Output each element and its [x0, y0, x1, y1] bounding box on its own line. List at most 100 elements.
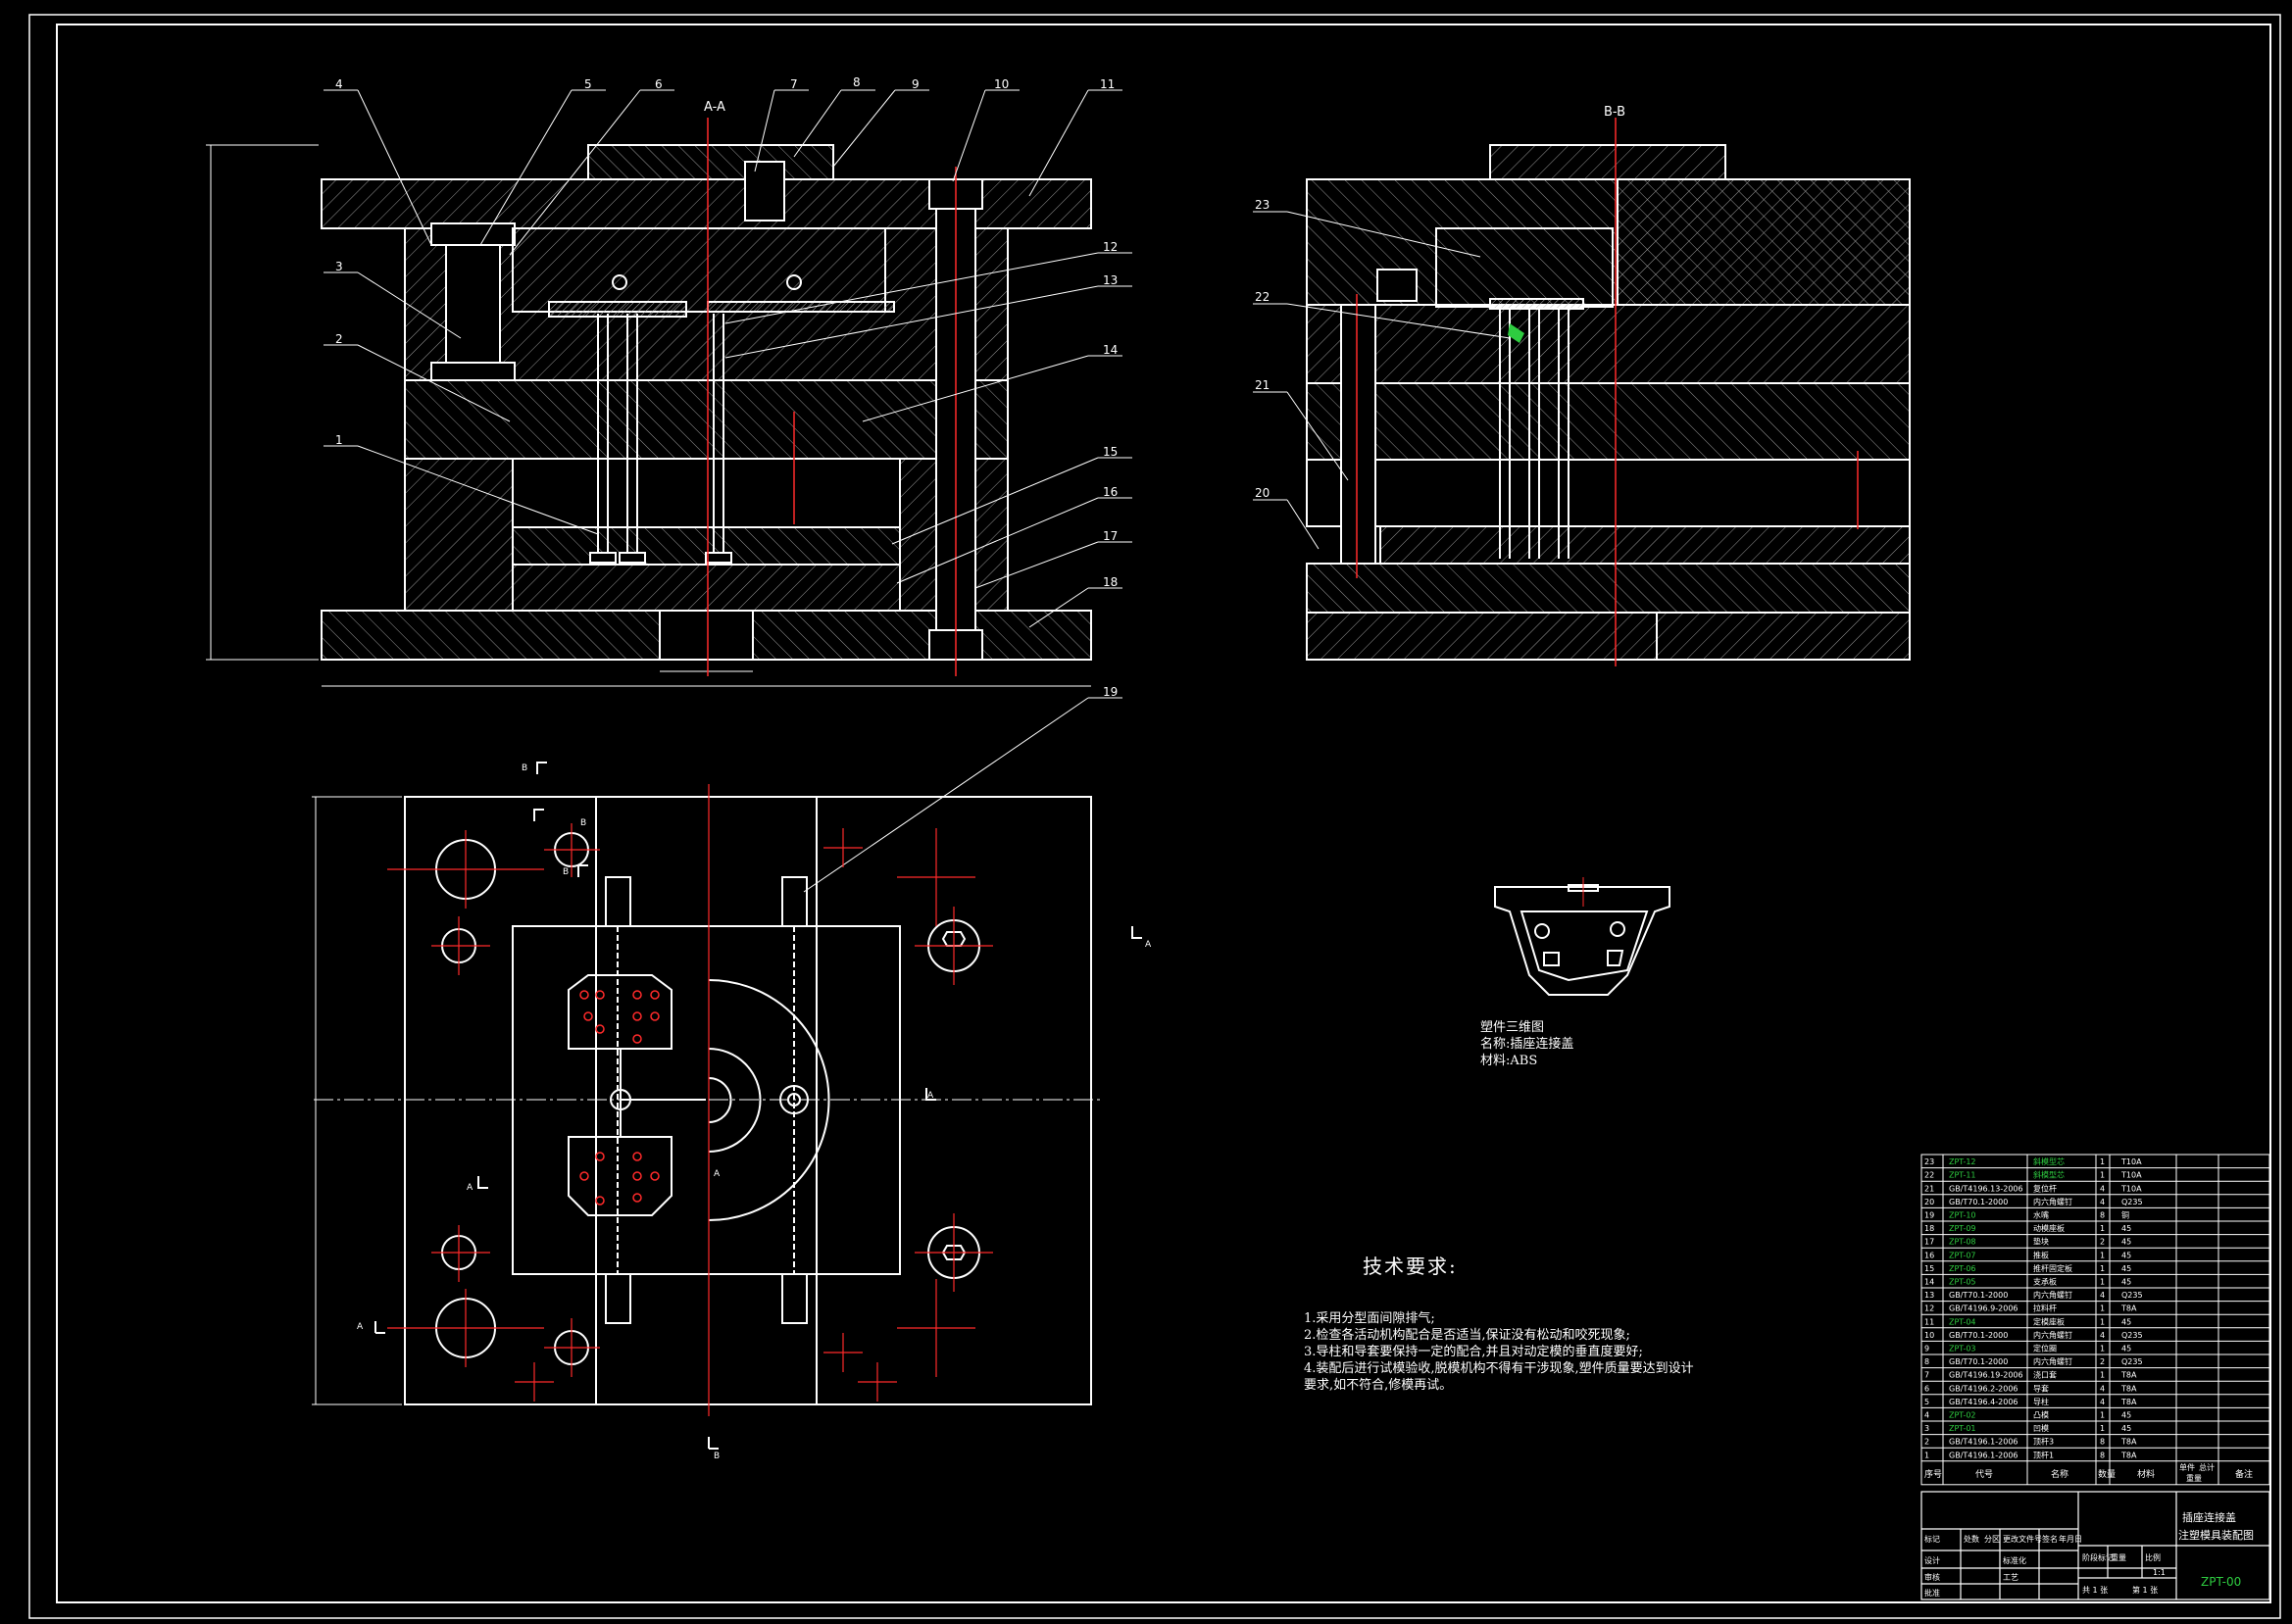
bom-qty: 1	[2100, 1157, 2105, 1166]
bom-name: 动模座板	[2033, 1223, 2065, 1233]
bom-material: T8A	[2120, 1304, 2137, 1313]
bom-name: 凹模	[2033, 1423, 2049, 1433]
bom-qty: 1	[2100, 1317, 2105, 1326]
svg-text:年月日: 年月日	[2059, 1534, 2082, 1544]
callout-13: 13	[1103, 273, 1118, 287]
tech-req-item-2: 2.检查各活动机构配合是否适当,保证没有松动和咬死现象;	[1304, 1328, 1630, 1343]
callout-6: 6	[655, 77, 663, 91]
bom-header: 序号	[1924, 1468, 1942, 1480]
bom-material: 45	[2121, 1264, 2131, 1273]
bom-code: ZPT-02	[1949, 1411, 1976, 1420]
bom-no: 13	[1924, 1291, 1934, 1300]
bom-material: T10A	[2120, 1157, 2142, 1166]
svg-text:A: A	[1145, 940, 1152, 950]
bom-no: 4	[1924, 1411, 1929, 1420]
section-marks	[374, 762, 1142, 1450]
callout-3: 3	[335, 260, 343, 273]
bom-code: GB/T4196.9-2006	[1949, 1304, 2018, 1313]
bom-no: 5	[1924, 1398, 1929, 1406]
svg-text:A: A	[357, 1322, 364, 1332]
bom-material: 铜	[2121, 1210, 2129, 1220]
svg-text:设计: 设计	[1924, 1555, 1940, 1565]
bom-qty: 2	[2100, 1357, 2105, 1366]
bom-material: Q235	[2121, 1291, 2143, 1300]
bom-code: GB/T4196.1-2006	[1949, 1451, 2018, 1459]
bom-no: 1	[1924, 1451, 1929, 1459]
bom-name: 浇口套	[2033, 1370, 2057, 1380]
svg-text:分区: 分区	[1984, 1535, 2000, 1544]
bom-header: 材料	[2137, 1468, 2155, 1480]
bom-name: 凸模	[2033, 1410, 2049, 1420]
drawing-title-1: 插座连接盖	[2182, 1510, 2236, 1524]
svg-text:第 1 张: 第 1 张	[2132, 1585, 2158, 1595]
bom-material: 45	[2121, 1345, 2131, 1353]
technical-requirements: 技术要求: 1.采用分型面间隙排气; 2.检查各活动机构配合是否适当,保证没有松…	[1304, 1251, 1892, 1394]
bom-material: T10A	[2120, 1171, 2142, 1180]
section-bb-view	[1306, 144, 1911, 661]
bom-header: 数量	[2098, 1468, 2116, 1480]
bom-name: 支承板	[2033, 1277, 2057, 1287]
bom-material: T8A	[2120, 1371, 2137, 1380]
bom-qty: 1	[2100, 1224, 2105, 1233]
bom-qty: 4	[2100, 1198, 2105, 1206]
callout-9: 9	[912, 77, 920, 91]
bom-name: 定模座板	[2033, 1316, 2065, 1326]
section-mark-letters: B B B A A A A A B	[357, 763, 1152, 1461]
bom-no: 6	[1924, 1384, 1929, 1393]
plastic-part-material: 材料:ABS	[1480, 1054, 1538, 1068]
title-block	[1920, 1491, 2270, 1600]
callout-15: 15	[1103, 445, 1118, 459]
callout-19: 19	[1103, 685, 1118, 699]
bom-code: ZPT-10	[1949, 1211, 1976, 1220]
section-aa-view	[206, 144, 1092, 687]
bom-name: 推杆固定板	[2033, 1263, 2072, 1273]
bb-green-part	[1508, 323, 1524, 343]
bom-name: 拉料杆	[2033, 1304, 2057, 1313]
bom-qty: 2	[2100, 1238, 2105, 1247]
callout-20: 20	[1255, 486, 1270, 500]
bom-material: T8A	[2120, 1398, 2137, 1406]
bom-code: ZPT-05	[1949, 1278, 1976, 1287]
bom-no: 23	[1924, 1157, 1934, 1166]
title-block-text: 标记 处数 分区 更改文件号 签名 年月日 设计 标准化 审核 工艺 批准 阶段…	[1924, 1534, 2166, 1598]
bom-name: 水嘴	[2033, 1210, 2049, 1220]
bom-code: GB/T4196.4-2006	[1949, 1398, 2018, 1406]
bom-code: ZPT-11	[1949, 1171, 1976, 1180]
bom-qty: 1	[2100, 1171, 2105, 1180]
bom-code: ZPT-08	[1949, 1238, 1976, 1247]
bom-qty: 8	[2100, 1211, 2105, 1220]
bom-qty: 1	[2100, 1264, 2105, 1273]
tech-req-item-1: 1.采用分型面间隙排气;	[1304, 1311, 1435, 1326]
bom-no: 16	[1924, 1251, 1934, 1259]
svg-text:B: B	[522, 763, 527, 773]
bom-name: 顶杆1	[2033, 1450, 2054, 1459]
bb-callout-numbers: 23 22 21 20	[1255, 198, 1270, 500]
bom-material: 45	[2121, 1238, 2131, 1247]
bom-name: 垫块	[2033, 1237, 2049, 1247]
bom-code: ZPT-06	[1949, 1264, 1976, 1273]
plastic-part-label: 塑件三维图 名称:插座连接盖 材料:ABS	[1480, 1019, 1573, 1069]
bom-material: Q235	[2121, 1198, 2143, 1206]
bom-name: 导柱	[2033, 1397, 2049, 1406]
bom-qty: 4	[2100, 1184, 2105, 1193]
callout-14: 14	[1103, 343, 1118, 357]
callout-12: 12	[1103, 240, 1118, 254]
plastic-part-3d-icon	[1494, 884, 1670, 996]
callout-5: 5	[584, 77, 592, 91]
bom-qty: 8	[2100, 1438, 2105, 1447]
bom-material: Q235	[2121, 1331, 2143, 1340]
bom-name: 推板	[2033, 1250, 2049, 1259]
bom-no: 10	[1924, 1331, 1934, 1340]
bom-no: 19	[1924, 1211, 1934, 1220]
tech-req-item-3: 3.导柱和导套要保持一定的配合,并且对动定模的垂直度要好;	[1304, 1345, 1643, 1359]
bom-material: 45	[2121, 1317, 2131, 1326]
svg-text:比例: 比例	[2145, 1552, 2161, 1562]
plastic-part-name: 名称:插座连接盖	[1480, 1037, 1574, 1052]
bom-no: 12	[1924, 1304, 1934, 1313]
svg-text:阶段标记: 阶段标记	[2082, 1552, 2114, 1562]
plastic-part-title: 塑件三维图	[1480, 1020, 1545, 1035]
bom-code: GB/T70.1-2000	[1949, 1291, 2008, 1300]
inner-border	[56, 24, 2271, 1603]
bom-header: 代号	[1975, 1469, 1993, 1480]
callout-2: 2	[335, 332, 343, 346]
